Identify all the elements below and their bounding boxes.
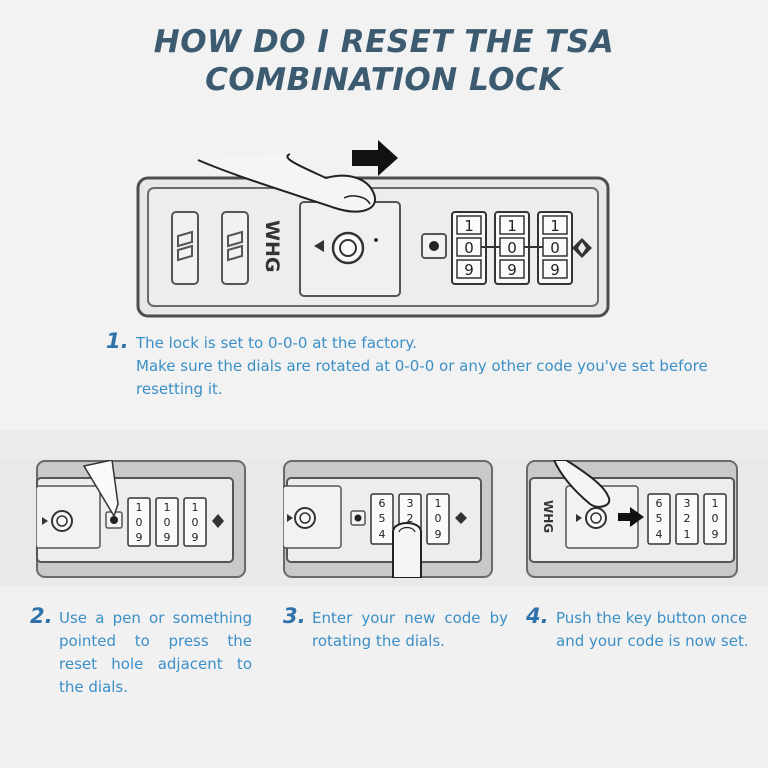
svg-text:3: 3 bbox=[684, 497, 691, 510]
svg-text:9: 9 bbox=[435, 528, 442, 541]
dial-digit: 1 bbox=[550, 217, 560, 235]
step-text: Push the key button once and your code i… bbox=[556, 609, 749, 650]
svg-text:9: 9 bbox=[192, 531, 199, 544]
svg-text:5: 5 bbox=[379, 512, 386, 525]
slot-left-icon bbox=[171, 211, 249, 285]
step-3: 3. Enter your new code by rotating the d… bbox=[283, 604, 513, 657]
svg-text:4: 4 bbox=[656, 528, 663, 541]
step-number: 4. bbox=[526, 604, 549, 628]
svg-text:1: 1 bbox=[192, 501, 199, 514]
svg-text:5: 5 bbox=[656, 512, 663, 525]
dial-digit: 1 bbox=[464, 217, 474, 235]
panel-3-illustration: 654 321 109 bbox=[283, 460, 493, 578]
main-dials bbox=[451, 211, 573, 285]
step-number: 1. bbox=[106, 329, 129, 353]
brand-logo: WHG bbox=[541, 500, 555, 533]
dial-digit: 0 bbox=[507, 239, 517, 257]
finger-icon bbox=[552, 460, 611, 508]
step-number: 2. bbox=[30, 604, 53, 628]
main-lock-illustration: WHG 1 0 9 1 0 9 1 0 9 bbox=[136, 140, 610, 318]
push-arrow-icon bbox=[618, 507, 644, 527]
svg-text:1: 1 bbox=[136, 501, 143, 514]
svg-text:4: 4 bbox=[379, 528, 386, 541]
svg-text:6: 6 bbox=[379, 497, 386, 510]
pen-icon bbox=[82, 460, 119, 518]
page-title-line-2: COMBINATION LOCK bbox=[205, 62, 563, 98]
step-2: 2. Use a pen or something pointed to pre… bbox=[30, 604, 260, 702]
panel-2-illustration: 1 0 9 1 0 9 1 0 9 bbox=[36, 460, 246, 578]
svg-text:0: 0 bbox=[712, 512, 719, 525]
finger-icon bbox=[197, 153, 377, 213]
svg-text:6: 6 bbox=[656, 497, 663, 510]
svg-text:9: 9 bbox=[136, 531, 143, 544]
page-title-line-1: HOW DO I RESET THE TSA bbox=[153, 24, 615, 60]
step-1: 1. The lock is set to 0-0-0 at the facto… bbox=[106, 329, 726, 407]
reset-hole-icon bbox=[429, 241, 439, 251]
svg-text:2: 2 bbox=[684, 512, 691, 525]
key-cylinder-icon bbox=[331, 231, 365, 265]
key-cylinder-icon bbox=[585, 507, 607, 529]
svg-text:0: 0 bbox=[136, 516, 143, 529]
divider-band bbox=[0, 430, 768, 458]
step-text: Enter your new code by rotating the dial… bbox=[312, 609, 508, 650]
svg-text:3: 3 bbox=[407, 497, 414, 510]
svg-text:9: 9 bbox=[712, 528, 719, 541]
step-text: Use a pen or something pointed to press … bbox=[59, 609, 252, 696]
svg-text:0: 0 bbox=[192, 516, 199, 529]
step-text-line: The lock is set to 0-0-0 at the factory. bbox=[136, 334, 417, 352]
svg-text:1: 1 bbox=[684, 528, 691, 541]
dial-digit: 9 bbox=[464, 261, 474, 279]
finger-icon bbox=[392, 522, 422, 578]
dial-digit: 1 bbox=[507, 217, 517, 235]
dial-digit: 0 bbox=[464, 239, 474, 257]
svg-text:2: 2 bbox=[407, 512, 414, 525]
reset-hole-icon bbox=[110, 516, 118, 524]
step-text-line: Make sure the dials are rotated at 0-0-0… bbox=[136, 357, 708, 375]
dial-digit: 9 bbox=[550, 261, 560, 279]
svg-text:1: 1 bbox=[435, 497, 442, 510]
dial-digit: 9 bbox=[507, 261, 517, 279]
step-text-line: resetting it. bbox=[136, 380, 223, 398]
dial-digit: 0 bbox=[550, 239, 560, 257]
push-arrow-icon bbox=[352, 140, 398, 176]
step-number: 3. bbox=[283, 604, 306, 628]
svg-text:0: 0 bbox=[164, 516, 171, 529]
bottom-background bbox=[0, 586, 768, 768]
brand-logo: WHG bbox=[261, 220, 283, 272]
step-text: The lock is set to 0-0-0 at the factory.… bbox=[136, 332, 736, 401]
svg-text:9: 9 bbox=[164, 531, 171, 544]
panel-4-illustration: WHG 6 5 4 3 2 1 1 0 9 bbox=[526, 460, 738, 578]
step-4: 4. Push the key button once and your cod… bbox=[526, 604, 762, 657]
svg-text:0: 0 bbox=[435, 512, 442, 525]
svg-text:1: 1 bbox=[164, 501, 171, 514]
svg-text:1: 1 bbox=[712, 497, 719, 510]
